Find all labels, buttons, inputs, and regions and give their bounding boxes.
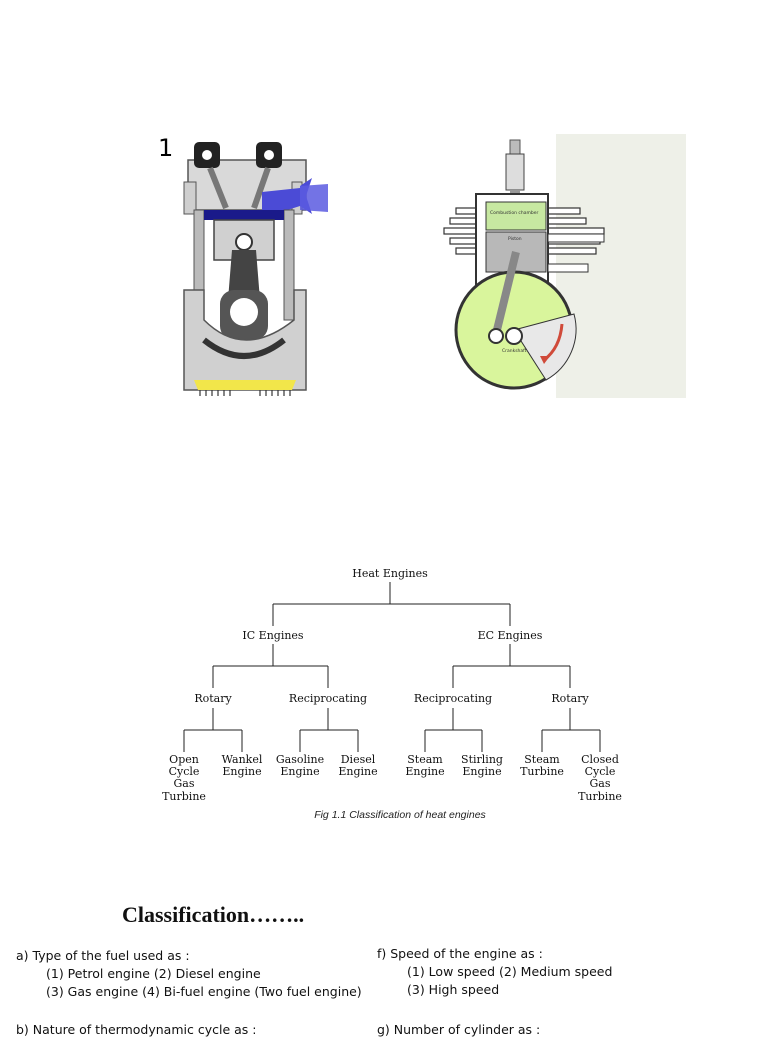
leaf-line: Open [169,753,199,766]
leaf-line: Steam [407,753,443,766]
heat-engine-classification-tree: Heat Engines IC Engines EC Engines Rotar… [162,567,622,821]
fuel-type-title: a) Type of the fuel used as : [16,948,190,963]
leaf-line: Turbine [520,765,564,778]
leaf-line: Gas [174,777,195,790]
tree-ic-reciprocating-label: Reciprocating [289,692,367,705]
leaf-line: Engine [338,765,377,778]
leaf-line: Closed [581,753,619,766]
tree-ec-reciprocating-label: Reciprocating [414,692,492,705]
tree-ic-engines-label: IC Engines [242,629,304,642]
slide-number: 1 [158,134,174,162]
engine-speed-line-2: (3) High speed [407,982,500,997]
tree-leaf-open-cycle-gas-turbine: Open Cycle Gas Turbine [162,753,206,803]
tree-leaf-steam-turbine: Steam Turbine [520,753,564,778]
tree-leaf-diesel-engine: Diesel Engine [338,753,377,778]
leaf-line: Engine [280,765,319,778]
crankshaft-label: Crankshaft [502,348,527,354]
tree-leaf-stirling-engine: Stirling Engine [461,753,503,778]
engine-speed-line-1: (1) Low speed (2) Medium speed [407,964,613,979]
tree-leaf-gasoline-engine: Gasoline Engine [276,753,324,778]
tree-leaf-closed-cycle-gas-turbine: Closed Cycle Gas Turbine [578,753,622,803]
leaf-line: Steam [524,753,560,766]
figure-caption: Fig 1.1 Classification of heat engines [314,809,486,821]
fuel-type-line-1: (1) Petrol engine (2) Diesel engine [46,966,261,981]
right-column-list: f) Speed of the engine as : (1) Low spee… [377,945,757,1039]
tree-leaf-steam-engine: Steam Engine [405,753,444,778]
fuel-type-line-2: (3) Gas engine (4) Bi-fuel engine (Two f… [46,984,362,999]
combustion-chamber-label: Combustion chamber [490,210,538,216]
leaf-line: Diesel [341,753,376,766]
leaf-line: Engine [462,765,501,778]
leaf-line: Turbine [162,790,206,803]
tree-root-label: Heat Engines [352,567,428,580]
piston-label: Piston [508,236,522,242]
tree-leaf-wankel-engine: Wankel Engine [222,753,263,778]
left-column-list: a) Type of the fuel used as : (1) Petrol… [16,947,366,1039]
leaf-line: Wankel [222,753,263,766]
leaf-line: Stirling [461,753,503,766]
leaf-line: Turbine [578,790,622,803]
tree-ec-engines-label: EC Engines [478,629,543,642]
tree-ic-rotary-label: Rotary [194,692,232,705]
leaf-line: Engine [405,765,444,778]
leaf-line: Cycle [585,765,616,778]
leaf-line: Engine [222,765,261,778]
engine-speed-title: f) Speed of the engine as : [377,946,543,961]
leaf-line: Cycle [169,765,200,778]
leaf-line: Gasoline [276,753,324,766]
classification-heading: Classification…….. [122,902,305,927]
four-stroke-engine-illustration [183,142,328,396]
tree-ec-rotary-label: Rotary [551,692,589,705]
leaf-line: Gas [590,777,611,790]
two-stroke-engine-diagram: Combustion chamber Piston Crankshaft [436,134,686,398]
